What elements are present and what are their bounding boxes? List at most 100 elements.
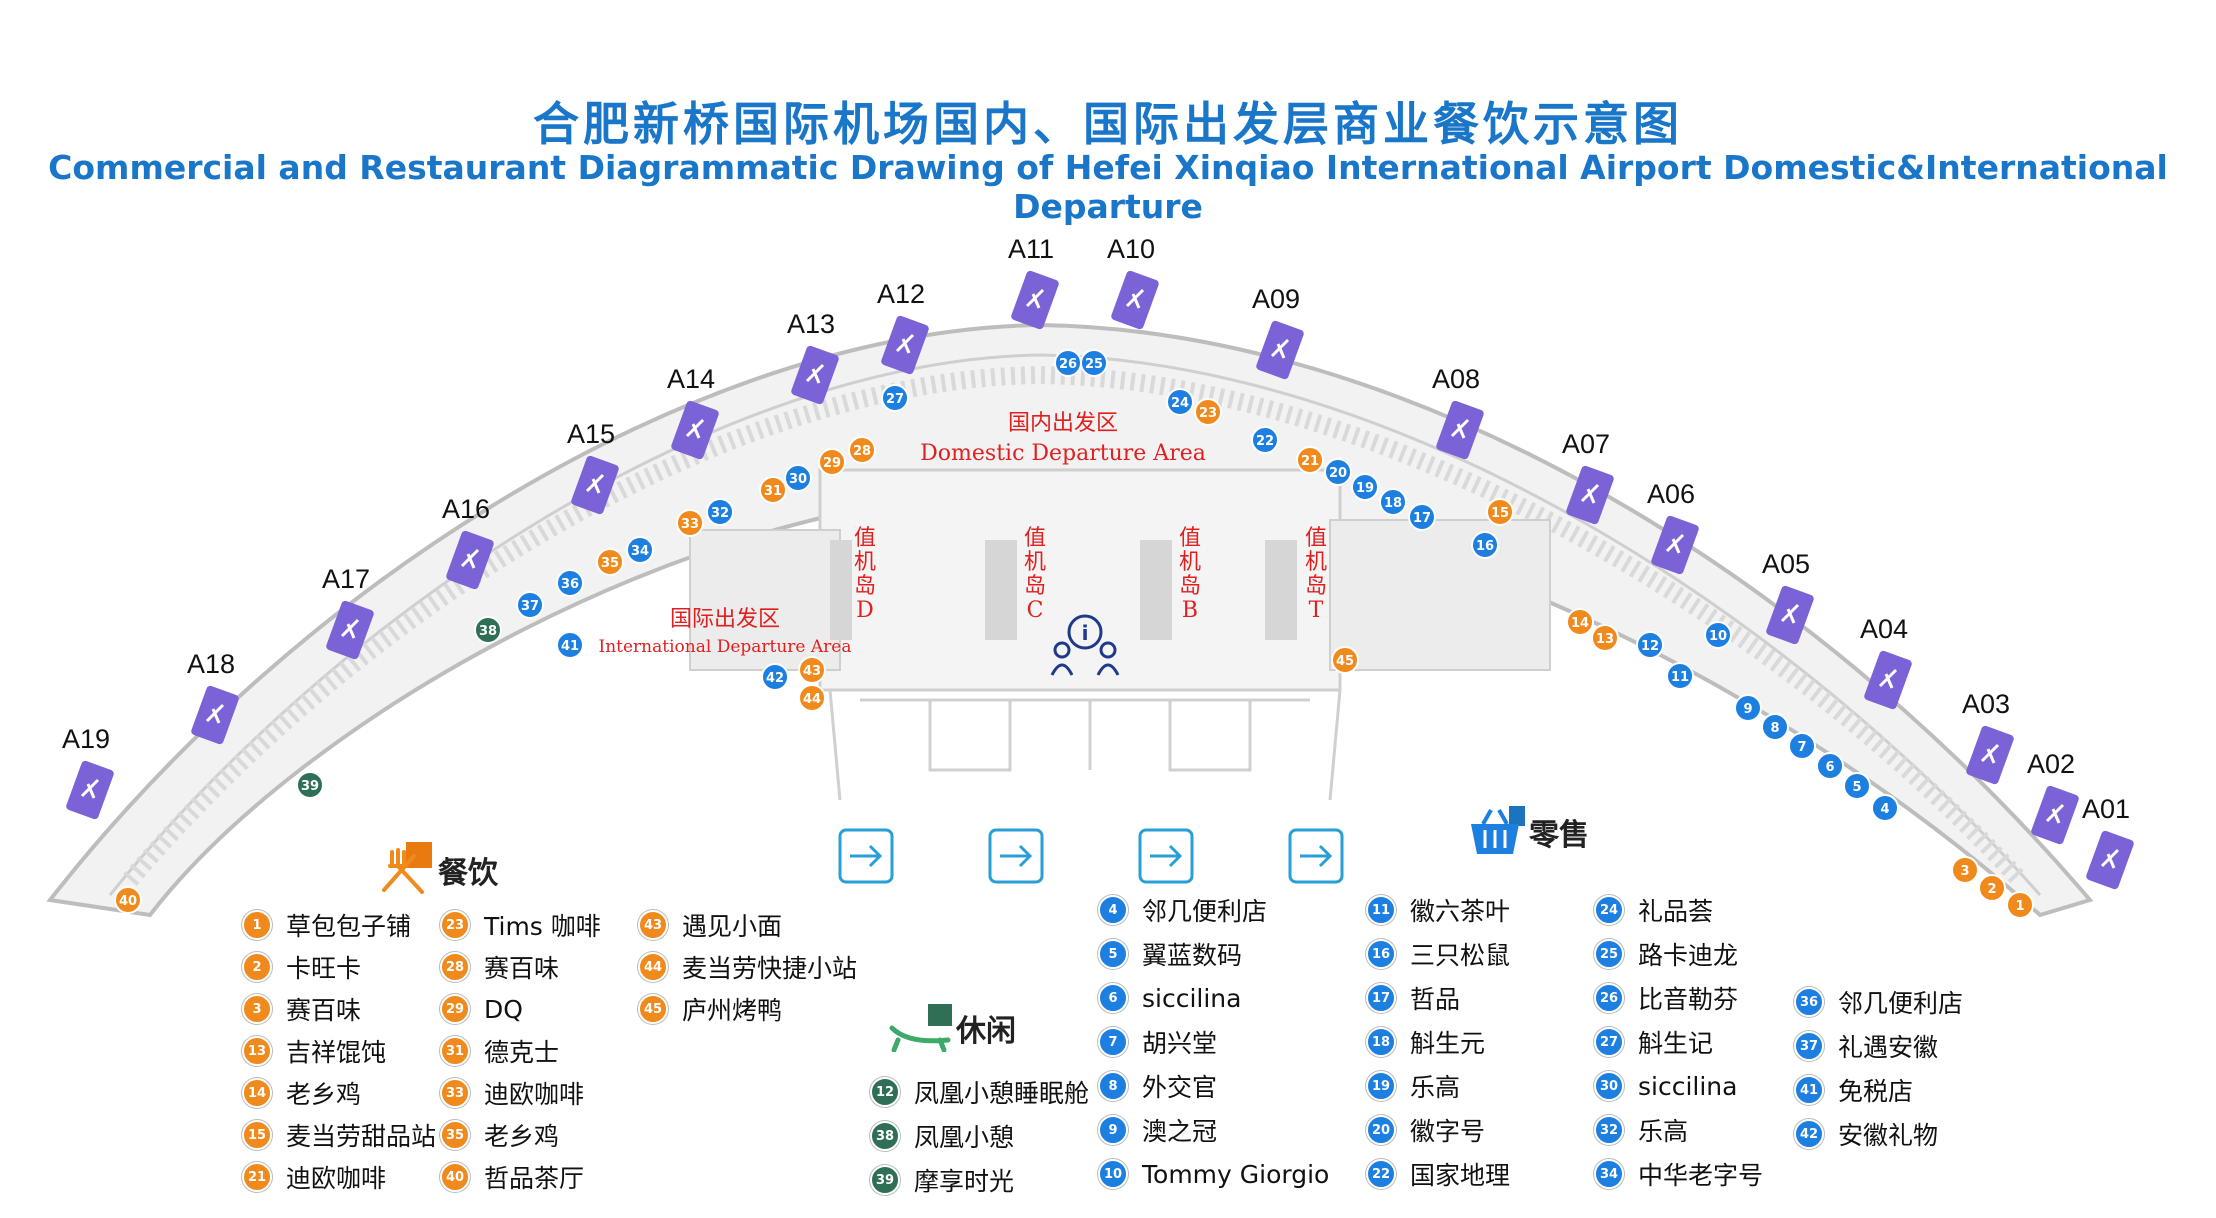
marker-number: 33 bbox=[681, 517, 699, 532]
shop-marker-20[interactable]: 20 bbox=[1324, 458, 1352, 486]
shop-marker-42[interactable]: 42 bbox=[761, 663, 789, 691]
legend-number-badge: 43 bbox=[638, 910, 668, 940]
shop-marker-24[interactable]: 24 bbox=[1166, 388, 1194, 416]
shop-marker-5[interactable]: 5 bbox=[1843, 772, 1871, 800]
shop-marker-34[interactable]: 34 bbox=[626, 536, 654, 564]
gate-label: A13 bbox=[787, 309, 835, 339]
shop-marker-32[interactable]: 32 bbox=[706, 498, 734, 526]
shop-marker-4[interactable]: 4 bbox=[1871, 794, 1899, 822]
shop-marker-45[interactable]: 45 bbox=[1331, 646, 1359, 674]
legend-number-badge: 38 bbox=[870, 1121, 900, 1151]
shop-marker-29[interactable]: 29 bbox=[818, 448, 846, 476]
marker-number: 27 bbox=[886, 392, 904, 407]
shop-marker-16[interactable]: 16 bbox=[1471, 531, 1499, 559]
shop-marker-43[interactable]: 43 bbox=[798, 656, 826, 684]
shop-marker-17[interactable]: 17 bbox=[1408, 503, 1436, 531]
shop-marker-25[interactable]: 25 bbox=[1080, 349, 1108, 377]
shop-marker-23[interactable]: 23 bbox=[1194, 398, 1222, 426]
shop-marker-41[interactable]: 41 bbox=[556, 631, 584, 659]
shop-marker-22[interactable]: 22 bbox=[1251, 426, 1279, 454]
shop-marker-8[interactable]: 8 bbox=[1761, 713, 1789, 741]
check-in-island-char: 值 bbox=[854, 526, 876, 551]
shop-marker-2[interactable]: 2 bbox=[1978, 874, 2006, 902]
shop-marker-9[interactable]: 9 bbox=[1734, 694, 1762, 722]
shop-marker-44[interactable]: 44 bbox=[798, 684, 826, 712]
shop-marker-7[interactable]: 7 bbox=[1788, 732, 1816, 760]
airplane-icon bbox=[1270, 338, 1290, 359]
shop-marker-28[interactable]: 28 bbox=[848, 436, 876, 464]
shop-marker-36[interactable]: 36 bbox=[556, 569, 584, 597]
shop-marker-10[interactable]: 10 bbox=[1704, 621, 1732, 649]
gate-label: A09 bbox=[1252, 284, 1300, 314]
shop-marker-13[interactable]: 13 bbox=[1591, 624, 1619, 652]
shop-marker-14[interactable]: 14 bbox=[1566, 608, 1594, 636]
shop-marker-31[interactable]: 31 bbox=[759, 476, 787, 504]
shop-marker-6[interactable]: 6 bbox=[1816, 752, 1844, 780]
shop-marker-33[interactable]: 33 bbox=[676, 509, 704, 537]
shop-marker-15[interactable]: 15 bbox=[1486, 498, 1514, 526]
shop-marker-26[interactable]: 26 bbox=[1054, 349, 1082, 377]
shop-marker-38[interactable]: 38 bbox=[474, 616, 502, 644]
shop-marker-30[interactable]: 30 bbox=[784, 464, 812, 492]
shop-marker-40[interactable]: 40 bbox=[114, 886, 142, 914]
shop-marker-12[interactable]: 12 bbox=[1636, 631, 1664, 659]
shop-marker-27[interactable]: 27 bbox=[881, 384, 909, 412]
lounge-chair-icon bbox=[889, 1004, 952, 1052]
shop-marker-21[interactable]: 21 bbox=[1296, 446, 1324, 474]
marker-dot bbox=[556, 631, 584, 659]
shop-marker-11[interactable]: 11 bbox=[1666, 662, 1694, 690]
shop-marker-39[interactable]: 39 bbox=[296, 771, 324, 799]
shop-marker-35[interactable]: 35 bbox=[596, 548, 624, 576]
shop-marker-37[interactable]: 37 bbox=[516, 591, 544, 619]
shop-marker-3[interactable]: 3 bbox=[1951, 856, 1979, 884]
shop-marker-18[interactable]: 18 bbox=[1379, 488, 1407, 516]
shop-marker-1[interactable]: 1 bbox=[2006, 891, 2034, 919]
shop-marker-19[interactable]: 19 bbox=[1351, 473, 1379, 501]
